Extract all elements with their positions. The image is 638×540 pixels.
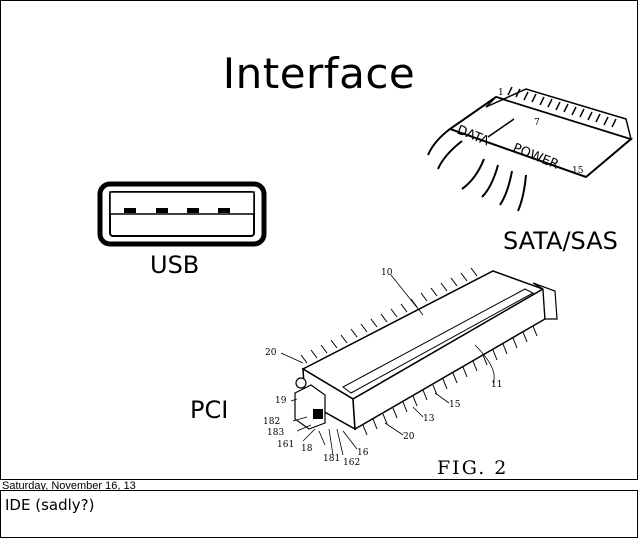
part-number-162: 162 [343, 458, 360, 468]
part-number-20-top: 20 [265, 348, 277, 358]
part-number-181: 181 [323, 454, 340, 464]
part-number-13: 13 [423, 414, 435, 424]
part-number-11: 11 [491, 380, 502, 390]
pci-label: PCI [190, 396, 229, 424]
sata-pin-1: 1 [498, 88, 504, 98]
part-number-15: 15 [449, 400, 461, 410]
usb-connector-drawing [97, 181, 267, 247]
slide-canvas: Interface USB [0, 0, 638, 480]
part-number-182: 182 [263, 417, 280, 427]
pci-connector-drawing: 10 20 11 15 13 20 19 182 183 161 18 181 … [263, 267, 558, 468]
usb-label: USB [150, 251, 200, 279]
part-number-183: 183 [267, 428, 284, 438]
part-number-16: 16 [357, 448, 369, 458]
sata-pin-7: 7 [534, 118, 540, 128]
part-number-18: 18 [301, 444, 313, 454]
part-number-10: 10 [381, 268, 393, 278]
sata-connector-drawing: DATA POWER 1 7 15 [427, 86, 634, 212]
slide-footer-date: Saturday, November 16, 13 [2, 480, 136, 492]
figure-caption: FIG. 2 [437, 457, 509, 479]
speaker-notes-text: IDE (sadly?) [5, 496, 95, 514]
part-number-161: 161 [277, 440, 294, 450]
slide-title: Interface [222, 49, 416, 98]
sata-pin-15: 15 [572, 166, 584, 176]
sata-label: SATA/SAS [503, 227, 618, 255]
part-number-19: 19 [275, 396, 287, 406]
part-number-20-bottom: 20 [403, 432, 415, 442]
speaker-notes-panel: IDE (sadly?) [0, 490, 638, 538]
